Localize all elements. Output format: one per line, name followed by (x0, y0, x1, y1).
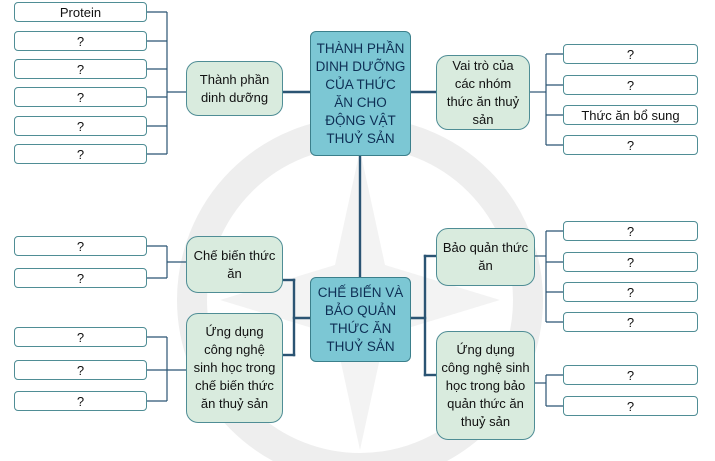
branch-ung-dung-bao-quan: Ứng dụng công nghệ sinh học trong bảo qu… (436, 331, 535, 440)
leaf-bao-quan-1: ? (563, 221, 698, 241)
leaf-ung-dung-che-bien-1: ? (14, 327, 147, 347)
branch-ung-dung-che-bien: Ứng dụng công nghệ sinh học trong chế bi… (186, 313, 283, 423)
branch-thanh-phan-dinh-duong: Thành phần dinh dưỡng (186, 61, 283, 116)
center-node-nutrition: THÀNH PHẦN DINH DƯỠNG CỦA THỨC ĂN CHO ĐỘ… (310, 31, 411, 156)
leaf-vai-tro-4: ? (563, 135, 698, 155)
leaf-ung-dung-che-bien-2: ? (14, 360, 147, 380)
leaf-thanh-phan-4: ? (14, 87, 147, 107)
leaf-vai-tro-2: ? (563, 75, 698, 95)
leaf-ung-dung-bao-quan-2: ? (563, 396, 698, 416)
leaf-vai-tro-3: Thức ăn bổ sung (563, 105, 698, 125)
leaf-thanh-phan-2: ? (14, 31, 147, 51)
center-node-processing: CHẾ BIẾN VÀ BẢO QUẢN THỨC ĂN THUỶ SẢN (310, 277, 411, 362)
leaf-vai-tro-1: ? (563, 44, 698, 64)
leaf-ung-dung-bao-quan-1: ? (563, 365, 698, 385)
leaf-ung-dung-che-bien-3: ? (14, 391, 147, 411)
leaf-bao-quan-3: ? (563, 282, 698, 302)
leaf-thanh-phan-3: ? (14, 59, 147, 79)
leaf-thanh-phan-1: Protein (14, 2, 147, 22)
branch-vai-tro: Vai trò của các nhóm thức ăn thuỷ sản (436, 55, 530, 130)
branch-che-bien: Chế biến thức ăn (186, 236, 283, 293)
leaf-bao-quan-2: ? (563, 252, 698, 272)
leaf-che-bien-1: ? (14, 236, 147, 256)
leaf-thanh-phan-5: ? (14, 116, 147, 136)
leaf-bao-quan-4: ? (563, 312, 698, 332)
leaf-thanh-phan-6: ? (14, 144, 147, 164)
branch-bao-quan: Bảo quản thức ăn (436, 228, 535, 286)
leaf-che-bien-2: ? (14, 268, 147, 288)
